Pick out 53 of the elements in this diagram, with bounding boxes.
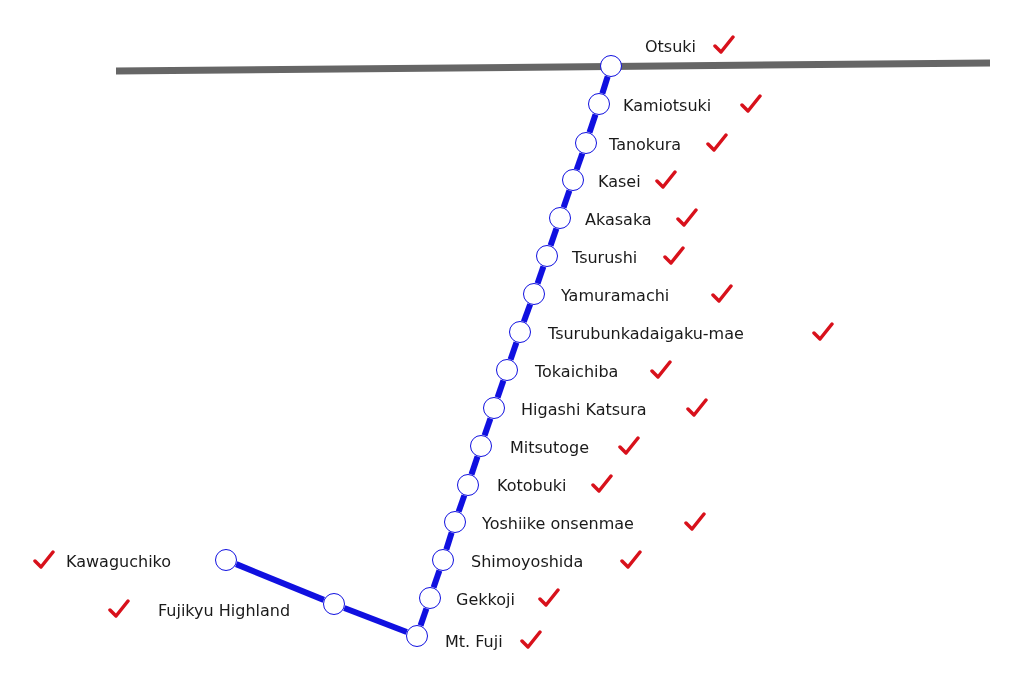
track-line — [547, 227, 560, 247]
track-line — [534, 265, 547, 285]
station-circle — [444, 511, 466, 533]
station-circle — [470, 435, 492, 457]
station-name: Higashi Katsura — [521, 400, 647, 420]
track-line — [430, 569, 443, 589]
station-name: Tanokura — [609, 135, 682, 155]
track-line — [586, 113, 599, 134]
station-circle — [457, 474, 479, 496]
station-circle — [562, 169, 584, 191]
station-name: Fujikyu Highland — [158, 601, 291, 621]
station-name: Yamuramachi — [561, 286, 670, 306]
track-line — [468, 455, 481, 476]
station-name: Tsurubunkadaigaku-mae — [548, 324, 744, 344]
station-circle — [523, 283, 545, 305]
track-line — [599, 75, 611, 95]
station-name: Tokaichiba — [535, 362, 619, 382]
station-circle — [406, 625, 428, 647]
station-circle — [600, 55, 622, 77]
station-circle — [483, 397, 505, 419]
station-name: Mitsutoge — [510, 438, 590, 458]
station-circle — [536, 245, 558, 267]
station-name: Kamiotsuki — [623, 96, 712, 116]
station-name: Tsurushi — [572, 248, 638, 268]
track-line — [560, 189, 573, 209]
station-name: Akasaka — [585, 210, 652, 230]
station-name: Shimoyoshida — [471, 552, 584, 572]
track-line — [235, 561, 325, 603]
station-name: Kawaguchiko — [66, 552, 172, 572]
track-line — [455, 494, 468, 513]
station-circle — [588, 93, 610, 115]
station-name: Kasei — [598, 172, 641, 192]
station-circle — [215, 549, 237, 571]
track-line — [494, 379, 507, 399]
station-circle — [575, 132, 597, 154]
track-line — [443, 531, 455, 551]
station-name: Otsuki — [645, 37, 697, 57]
station-circle — [432, 549, 454, 571]
station-circle — [509, 321, 531, 343]
track-line — [521, 303, 533, 323]
track-line — [507, 341, 520, 361]
station-name: Yoshiike onsenmae — [482, 514, 634, 534]
station-name: Gekkoji — [456, 590, 515, 610]
station-name: Mt. Fuji — [445, 632, 503, 652]
track-line — [481, 417, 494, 437]
station-name: Kotobuki — [497, 476, 567, 496]
track-line — [417, 607, 430, 627]
station-circle — [496, 359, 518, 381]
station-circle — [419, 587, 441, 609]
track-line — [343, 605, 408, 635]
station-circle — [549, 207, 571, 229]
station-circle — [323, 593, 345, 615]
track-line — [573, 152, 586, 171]
